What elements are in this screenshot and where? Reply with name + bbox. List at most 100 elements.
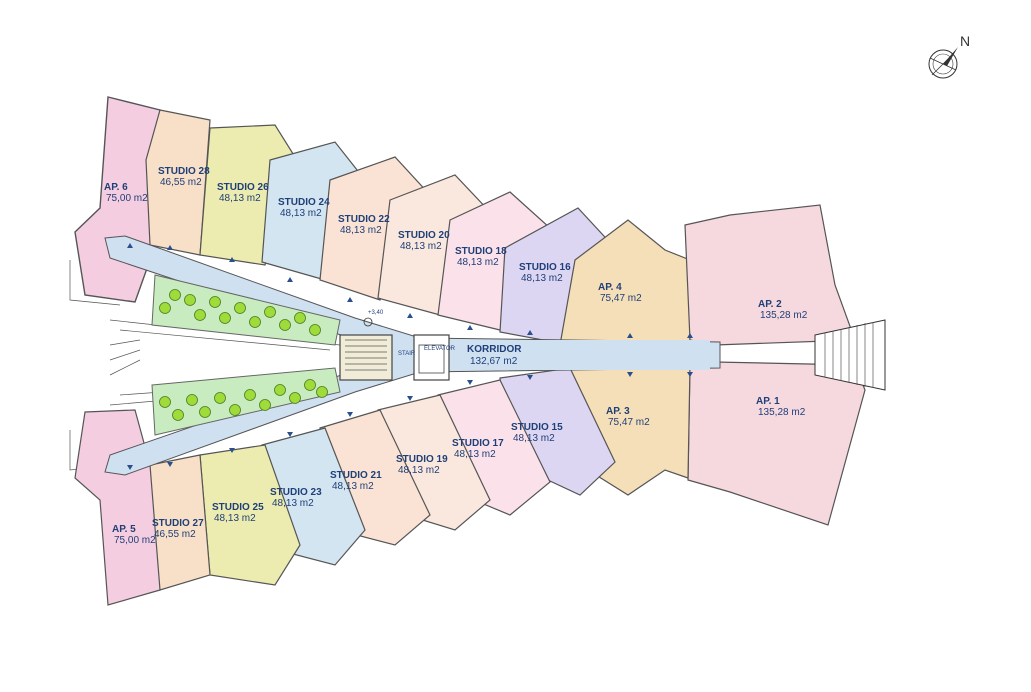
corridor-area: 132,67 m2 [470,356,518,367]
door-marker-icon [627,372,633,377]
door-marker-icon [627,333,633,338]
door-marker-icon [287,277,293,282]
unit-name-st17: STUDIO 17 [452,438,504,449]
door-marker-icon [407,396,413,401]
unit-ap1 [687,361,866,526]
unit-area-st18: 48,13 m2 [457,257,499,268]
tree-icon [199,406,211,418]
unit-area-ap4: 75,47 m2 [600,293,642,304]
compass: N [928,33,970,79]
tree-icon [229,404,241,416]
entrance-stairs [814,319,886,391]
unit-st28 [145,109,211,256]
stair-label: STAIR [398,351,416,357]
unit-name-ap6: AP. 6 [104,182,128,193]
unit-name-st20: STUDIO 20 [398,230,450,241]
door-marker-icon [229,257,235,262]
door-marker-icon [687,333,693,338]
door-marker-icon [127,465,133,470]
unit-name-st21: STUDIO 21 [330,470,382,481]
door-marker-icon [347,412,353,417]
tree-icon [172,409,184,421]
tree-icon [186,394,198,406]
unit-area-ap6: 75,00 m2 [106,193,148,204]
unit-area-st25: 48,13 m2 [214,513,256,524]
door-marker-icon [467,325,473,330]
unit-name-st25: STUDIO 25 [212,502,264,513]
tree-icon [309,324,321,336]
level-label: +3,40 [368,310,384,316]
door-marker-icon [527,375,533,380]
tree-icon [244,389,256,401]
unit-area-st26: 48,13 m2 [219,193,261,204]
unit-area-st22: 48,13 m2 [340,225,382,236]
tree-icon [259,399,271,411]
door-marker-icon [527,330,533,335]
unit-area-st15: 48,13 m2 [513,433,555,444]
tree-icon [316,386,328,398]
unit-area-ap1: 135,28 m2 [758,407,806,418]
unit-name-st15: STUDIO 15 [511,422,563,433]
unit-area-st20: 48,13 m2 [400,241,442,252]
unit-area-st21: 48,13 m2 [332,481,374,492]
tree-icon [169,289,181,301]
tree-icon [304,379,316,391]
unit-area-ap3: 75,47 m2 [608,417,650,428]
unit-area-st27: 46,55 m2 [154,529,196,540]
unit-name-st28: STUDIO 28 [158,166,210,177]
unit-area-st23: 48,13 m2 [272,498,314,509]
tree-icon [289,392,301,404]
unit-name-st24: STUDIO 24 [278,197,330,208]
tree-icon [159,396,171,408]
tree-icon [209,296,221,308]
unit-name-ap3: AP. 3 [606,406,630,417]
unit-name-st23: STUDIO 23 [270,487,322,498]
door-marker-icon [167,245,173,250]
unit-name-st16: STUDIO 16 [519,262,571,273]
tree-icon [159,302,171,314]
north-arrow-icon [943,47,958,66]
unit-name-ap5: AP. 5 [112,524,136,535]
tree-icon [184,294,196,306]
unit-name-ap1: AP. 1 [756,396,780,407]
unit-area-st17: 48,13 m2 [454,449,496,460]
core: STAIR ELEVATOR +3,40 [339,310,456,381]
door-marker-icon [127,243,133,248]
unit-area-st24: 48,13 m2 [280,208,322,219]
tree-icon [294,312,306,324]
unit-name-ap2: AP. 2 [758,299,782,310]
unit-area-ap5: 75,00 m2 [114,535,156,546]
door-marker-icon [687,372,693,377]
unit-ap2 [684,204,856,346]
unit-name-ap4: AP. 4 [598,282,622,293]
door-marker-icon [287,432,293,437]
tree-icon [214,392,226,404]
tree-icon [234,302,246,314]
door-marker-icon [467,380,473,385]
garden-upper [151,274,341,346]
elevator-label: ELEVATOR [424,346,456,352]
unit-name-st27: STUDIO 27 [152,518,204,529]
unit-name-st26: STUDIO 26 [217,182,269,193]
unit-area-st28: 46,55 m2 [160,177,202,188]
unit-area-st19: 48,13 m2 [398,465,440,476]
unit-area-ap2: 135,28 m2 [760,310,808,321]
tree-icon [264,306,276,318]
door-marker-icon [407,313,413,318]
garden-trees [159,289,328,421]
tree-icon [274,384,286,396]
unit-ap5 [74,409,161,606]
compass-letter: N [960,33,970,49]
door-markers [127,243,693,470]
garden-lower [151,367,341,436]
unit-name-st19: STUDIO 19 [396,454,448,465]
tree-icon [279,319,291,331]
corridor-name: KORRIDOR [467,344,522,355]
unit-area-st16: 48,13 m2 [521,273,563,284]
tree-icon [219,312,231,324]
door-marker-icon [229,448,235,453]
tree-icon [194,309,206,321]
tree-icon [249,316,261,328]
